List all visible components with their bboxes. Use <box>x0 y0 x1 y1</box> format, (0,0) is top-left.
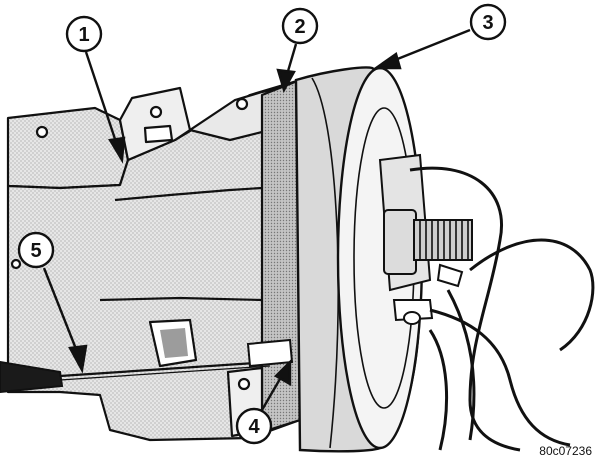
callout-label-3: 3 <box>482 12 493 34</box>
leader-arrowhead <box>274 359 292 387</box>
wire-clip-hole <box>403 311 421 325</box>
mount-bolt-hole <box>35 125 49 139</box>
callout-label-2: 2 <box>294 16 305 38</box>
leader-line <box>42 267 80 355</box>
leader-arrowhead <box>372 52 402 70</box>
feeler-gauge <box>0 338 294 394</box>
callouts <box>17 3 507 445</box>
threaded-shaft <box>413 219 473 261</box>
wire-c <box>469 238 595 352</box>
lower-bolt-hole <box>237 377 251 391</box>
mounting-arm <box>6 106 130 190</box>
callout-circle <box>469 3 507 41</box>
hub-nut <box>383 209 417 275</box>
wire-connector <box>436 263 464 288</box>
lower-boss-shadow <box>160 328 188 358</box>
callout-label-4: 4 <box>248 416 260 438</box>
leader-arrowhead <box>108 136 126 164</box>
callout-circle <box>65 15 103 53</box>
rim-band-line <box>311 77 340 449</box>
housing-contour <box>114 186 263 202</box>
figure-code: 80c07236 <box>539 444 592 458</box>
gauge-blade-edge <box>59 365 271 381</box>
leader-arrowhead <box>276 68 296 94</box>
shaft-bolt <box>378 153 473 325</box>
leader-arrowhead <box>68 344 88 374</box>
callout-circle <box>235 407 273 445</box>
bracket-bolt-hole <box>149 105 163 119</box>
wire-d <box>446 289 476 441</box>
callout-label-1: 1 <box>78 24 89 46</box>
wire-clip <box>392 299 434 322</box>
leader-line <box>84 51 120 149</box>
leader-line <box>389 28 471 64</box>
left-bolt-hole <box>10 258 22 270</box>
bracket-tab <box>143 124 174 144</box>
callout-circle <box>17 231 55 269</box>
callout-label-5: 5 <box>30 240 41 262</box>
housing-contour-2 <box>99 296 263 302</box>
wire-b <box>429 308 571 447</box>
wiring-harness <box>409 166 595 452</box>
wire-e <box>428 329 449 451</box>
wire-a <box>409 166 521 452</box>
callout-labels: 1 2 3 4 5 <box>30 12 493 438</box>
gauge-tip <box>246 338 294 368</box>
gauge-blade <box>59 360 271 378</box>
gauge-handle <box>0 360 64 394</box>
ridge-bolt-hole <box>235 97 249 111</box>
callout-circle <box>281 7 319 45</box>
